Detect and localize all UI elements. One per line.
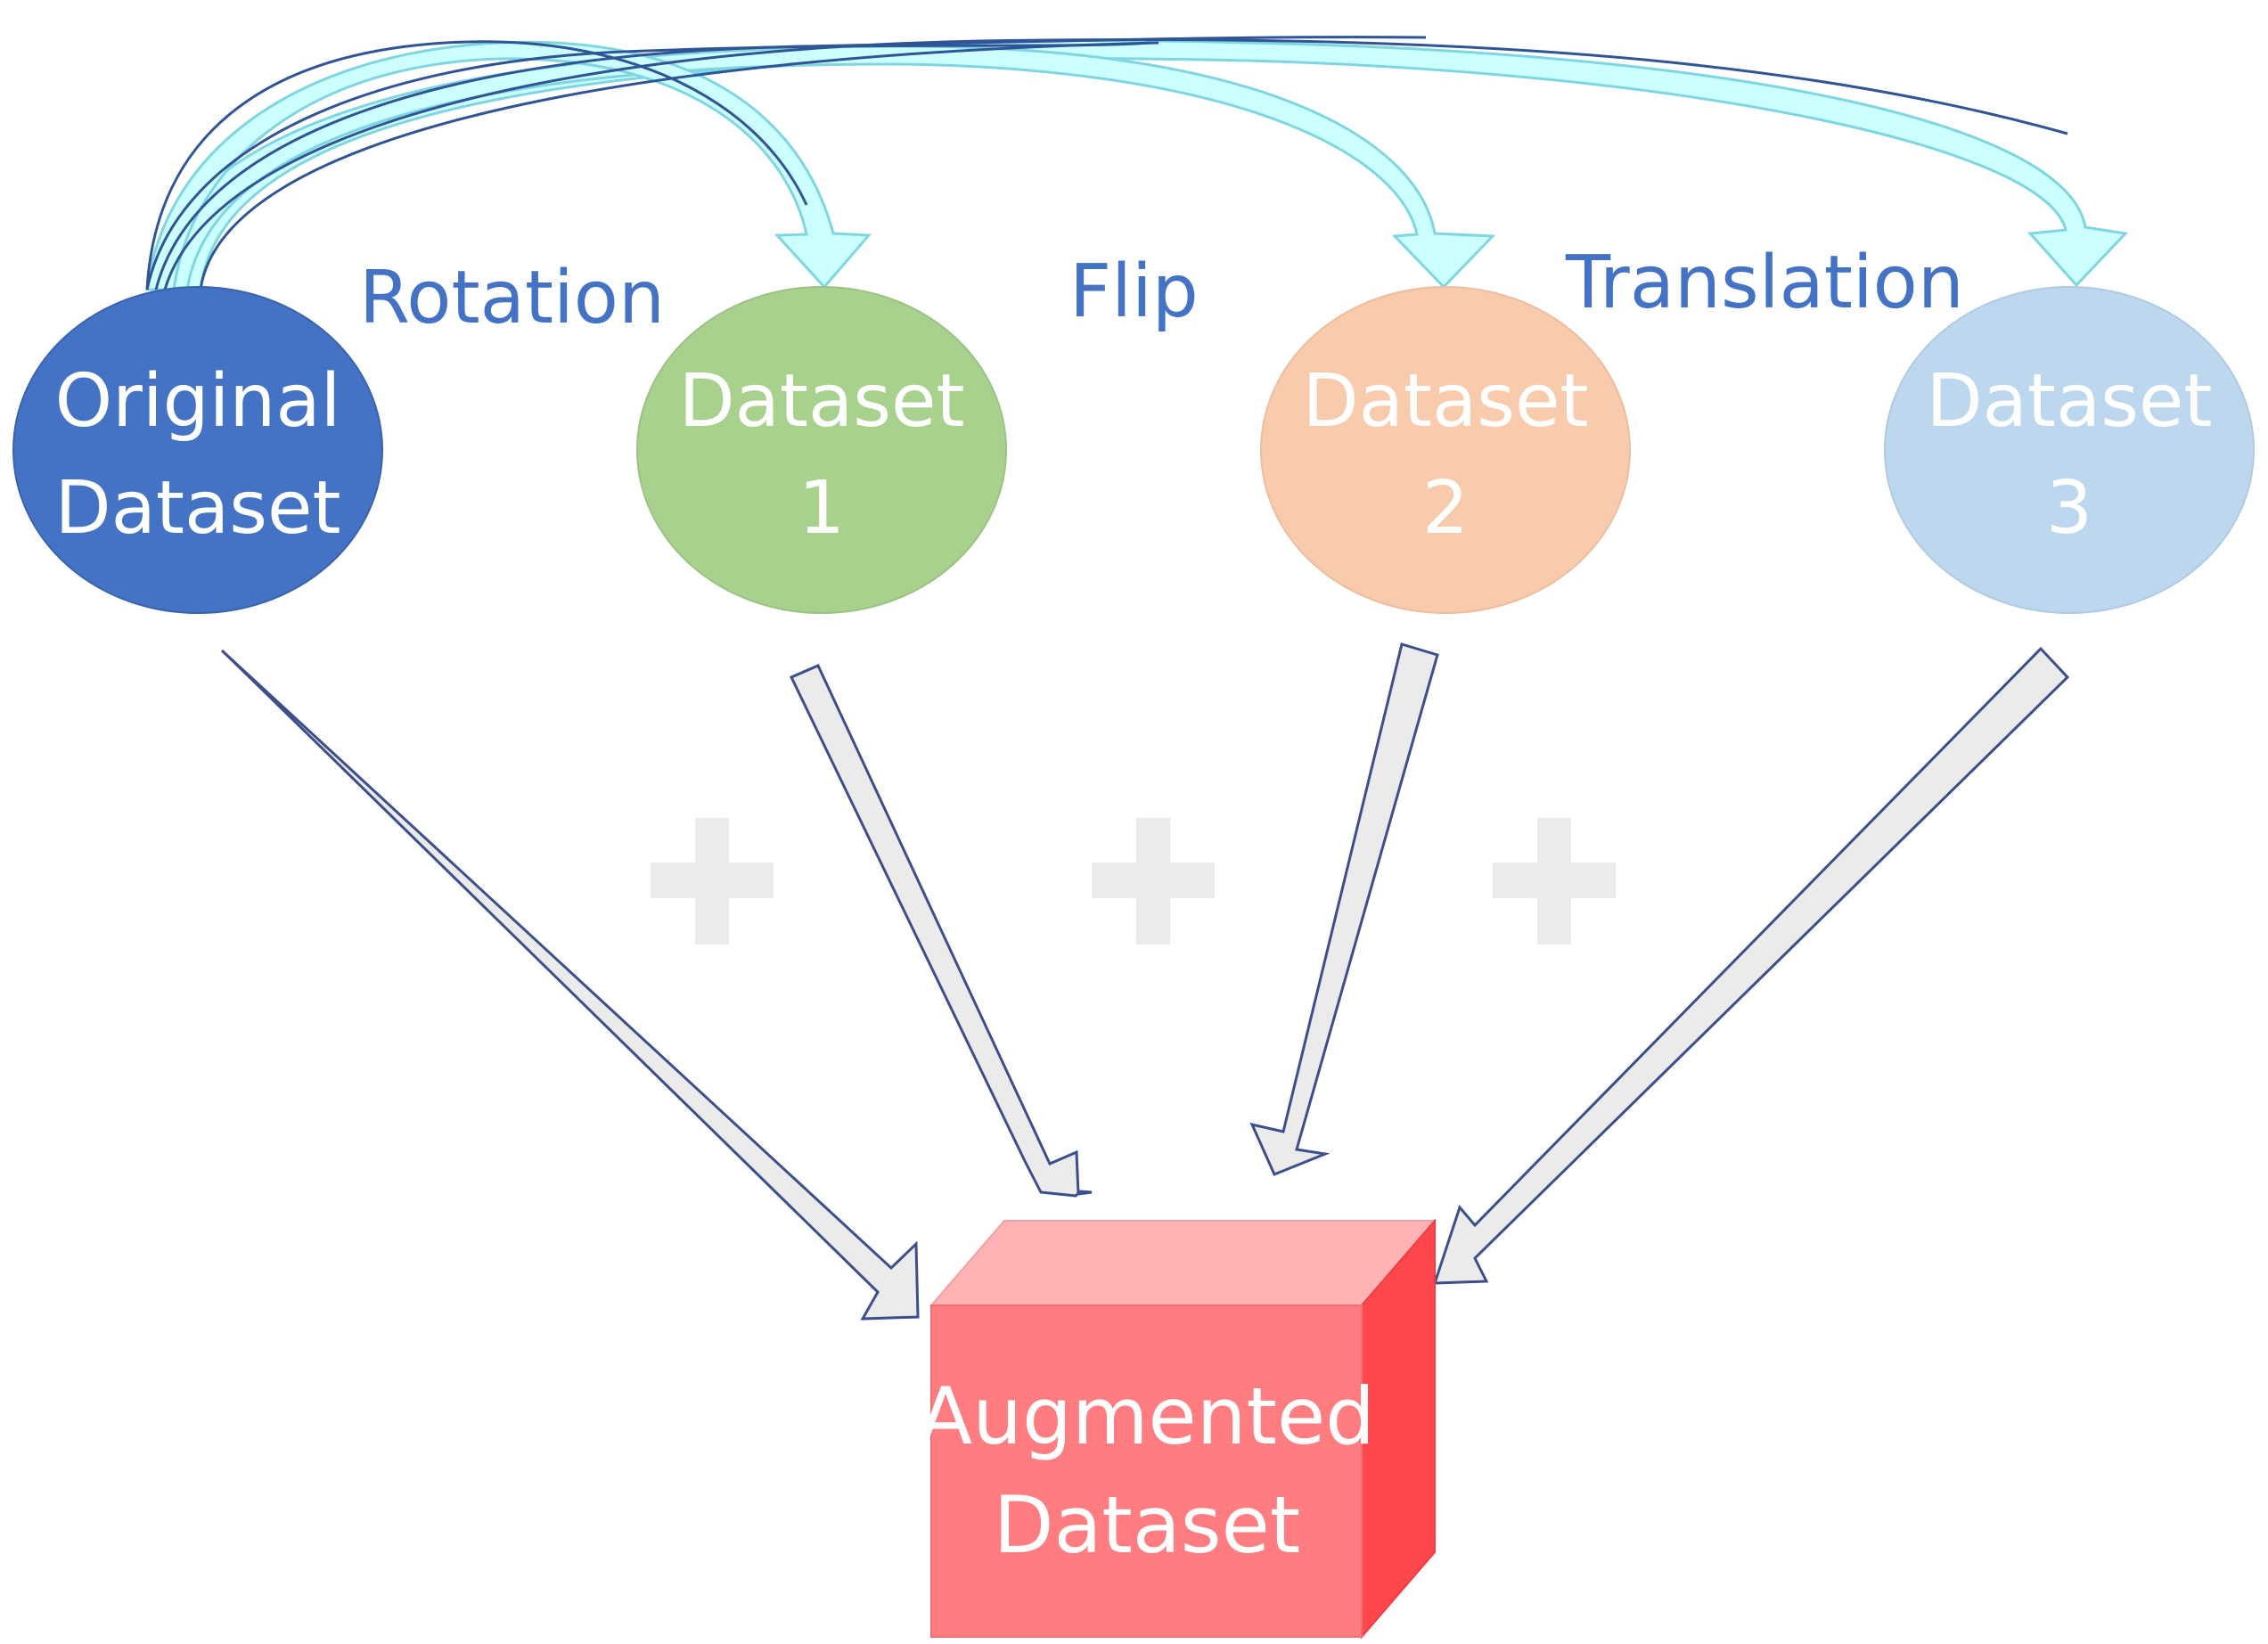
dataset2-line1: Dataset <box>1302 359 1588 444</box>
original-line1: Original <box>55 359 341 444</box>
merge-arrow-original <box>220 649 920 1321</box>
node-dataset-2: Dataset 2 <box>1260 286 1631 614</box>
dataset3-line2: 3 <box>2046 466 2092 551</box>
original-line2: Dataset <box>54 466 340 551</box>
plus-icon <box>1092 818 1215 945</box>
node-dataset-3: Dataset 3 <box>1884 286 2255 614</box>
plus-signs <box>651 818 1616 945</box>
cube-top <box>929 1220 1437 1306</box>
merge-arrow-dataset1 <box>789 664 1093 1198</box>
dataset3-line1: Dataset <box>1926 359 2212 444</box>
plus-icon <box>1493 818 1616 945</box>
transform-arrows <box>145 36 2129 291</box>
dataset1-line2: 1 <box>798 466 845 551</box>
cube-front <box>930 1305 1363 1638</box>
merge-arrows <box>220 642 2070 1321</box>
label-flip: Flip <box>1069 249 1199 334</box>
label-translation: Translation <box>1565 241 1964 325</box>
merge-arrow-dataset2 <box>1249 642 1439 1176</box>
augmented-line1: Augmented <box>919 1370 1375 1462</box>
augmented-line2: Dataset <box>994 1479 1301 1571</box>
merge-arrow-dataset3 <box>1432 646 2070 1285</box>
augmented-dataset-cube: Augmented Dataset <box>919 1218 1437 1640</box>
dataset1-line1: Dataset <box>678 359 964 444</box>
plus-icon <box>651 818 774 945</box>
node-original-dataset: Original Dataset <box>12 286 383 614</box>
node-dataset-1: Dataset 1 <box>636 286 1007 614</box>
dataset2-line2: 2 <box>1422 466 1469 551</box>
label-rotation: Rotation <box>359 256 665 340</box>
